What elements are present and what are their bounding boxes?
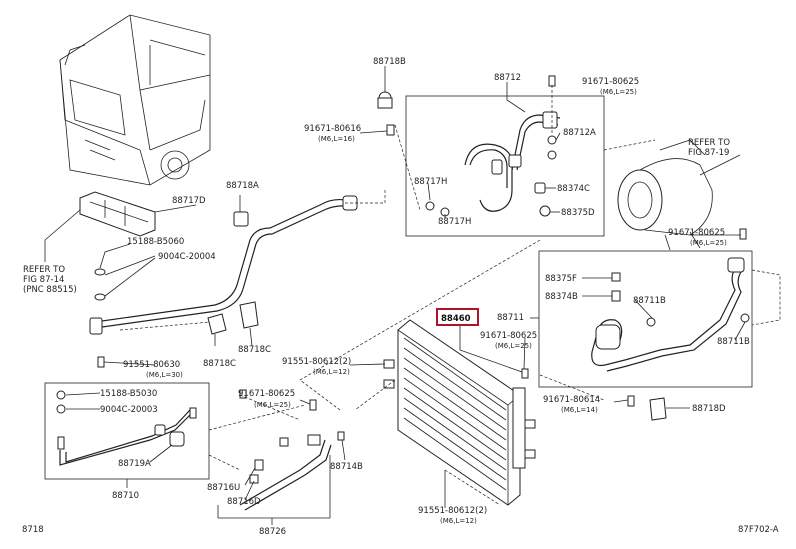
label-91551-80612-left[interactable]: 91551-80612(2) <box>282 357 351 367</box>
pipe-88726 <box>239 389 345 511</box>
label-88375f[interactable]: 88375F <box>545 274 577 284</box>
label-88710[interactable]: 88710 <box>112 491 139 501</box>
part-labels: 88718B 88712 91671-80625 (M6,L=25) 91671… <box>22 57 779 537</box>
label-88374b[interactable]: 88374B <box>545 292 578 302</box>
oring-88717h <box>425 201 450 217</box>
label-91671-80625-mid[interactable]: 91671-80625 <box>480 331 537 341</box>
pipe-88710 <box>56 390 197 466</box>
bolt-91671-80614 <box>627 395 635 407</box>
label-9004c-20004[interactable]: 9004C-20004 <box>158 252 216 262</box>
fitting-88712a <box>547 135 557 160</box>
compressor-illustration <box>617 139 713 251</box>
bolt-91671-80616 <box>386 124 395 136</box>
oring-88375d <box>539 205 551 217</box>
label-88719a[interactable]: 88719A <box>118 459 151 469</box>
label-91671-80616-sub: (M6,L=16) <box>318 135 355 143</box>
label-88711b-b[interactable]: 88711B <box>717 337 750 347</box>
clip-88718c-right <box>239 301 259 329</box>
hose-88711 <box>591 257 745 372</box>
label-88714b[interactable]: 88714B <box>330 462 363 472</box>
leader-lines <box>44 66 746 525</box>
label-91551-80612-bottom-sub: (M6,L=12) <box>440 517 477 525</box>
label-91671-80625-low[interactable]: 91671-80625 <box>238 389 295 399</box>
label-91551-80630-sub: (M6,L=30) <box>146 371 183 379</box>
dashed-guides <box>119 85 781 506</box>
label-91671-80625-top-sub: (M6,L=25) <box>600 88 637 96</box>
label-15188-b5030[interactable]: 15188-B5030 <box>100 389 157 399</box>
label-91671-80625-right-sub: (M6,L=25) <box>690 239 727 247</box>
group-box-88711 <box>538 250 753 388</box>
oring-88374c <box>534 182 546 194</box>
grommet-9004c-20004 <box>94 268 106 301</box>
footer-left-code: 8718 <box>22 525 44 535</box>
label-refer-87-19-line1: REFER TO <box>688 138 730 148</box>
label-88460[interactable]: 88460 <box>441 314 471 324</box>
label-88375d[interactable]: 88375D <box>561 208 595 218</box>
label-91671-80614[interactable]: 91671-80614 <box>543 395 600 405</box>
bolt-91671-80625-mid <box>521 368 529 379</box>
highlight-box-88460[interactable] <box>436 308 479 326</box>
label-91671-80614-sub: (M6,L=14) <box>561 406 598 414</box>
bracket-88717d <box>79 191 156 237</box>
label-91551-80630[interactable]: 91551-80630 <box>123 360 180 370</box>
label-88716d[interactable]: 88716D <box>227 497 261 507</box>
label-refer-87-14-line2[interactable]: FIG 87-14 <box>23 275 64 285</box>
label-91671-80625-low-sub: (M6,L=25) <box>254 401 291 409</box>
truck-illustration <box>59 14 211 186</box>
oring-88374b <box>611 290 621 302</box>
label-88717h-b[interactable]: 88717H <box>438 217 471 227</box>
label-88718a[interactable]: 88718A <box>226 181 259 191</box>
label-88711b-a[interactable]: 88711B <box>633 296 666 306</box>
label-88718d[interactable]: 88718D <box>692 404 726 414</box>
label-91671-80625-mid-sub: (M6,L=25) <box>495 342 532 350</box>
bolt-91671-80625-right <box>739 228 747 240</box>
hose-88712 <box>464 111 561 212</box>
label-88718c-a[interactable]: 88718C <box>203 359 236 369</box>
label-88717d[interactable]: 88717D <box>172 196 206 206</box>
footer-right-code: 87F702-A <box>738 525 779 535</box>
condenser-88460 <box>383 319 536 506</box>
label-91671-80625-right[interactable]: 91671-80625 <box>668 228 725 238</box>
label-91671-80616[interactable]: 91671-80616 <box>304 124 361 134</box>
clip-88711b-a <box>646 317 656 327</box>
clip-88711b-b <box>740 313 750 323</box>
bolt-91671-80625-top <box>548 75 556 87</box>
label-88711[interactable]: 88711 <box>497 313 524 323</box>
clip-88718b <box>377 91 393 109</box>
clip-88718d <box>649 397 667 421</box>
label-91551-80612-left-sub: (M6,L=12) <box>313 368 350 376</box>
label-88374c[interactable]: 88374C <box>557 184 590 194</box>
oring-88375f <box>611 272 621 282</box>
label-88716u[interactable]: 88716U <box>207 483 240 493</box>
label-88717h-a[interactable]: 88717H <box>414 177 447 187</box>
label-refer-87-19-line2[interactable]: FIG 87-19 <box>688 148 729 158</box>
label-refer-87-14-line1: REFER TO <box>23 265 65 275</box>
label-88718c-b[interactable]: 88718C <box>238 345 271 355</box>
label-refer-87-14-line3: (PNC 88515) <box>23 285 77 295</box>
label-88712[interactable]: 88712 <box>494 73 521 83</box>
label-91551-80612-bottom[interactable]: 91551-80612(2) <box>418 506 487 516</box>
clip-88718a <box>233 211 249 227</box>
clip-88718c-left <box>207 313 227 335</box>
label-91671-80625-top[interactable]: 91671-80625 <box>582 77 639 87</box>
group-box-88712 <box>405 95 605 237</box>
label-9004c-20003[interactable]: 9004C-20003 <box>100 405 158 415</box>
bolt-91551-80630 <box>97 356 105 368</box>
label-88718b[interactable]: 88718B <box>373 57 406 67</box>
label-88726[interactable]: 88726 <box>259 527 286 537</box>
label-88712a[interactable]: 88712A <box>563 128 596 138</box>
label-15188-b5060[interactable]: 15188-B5060 <box>127 237 184 247</box>
